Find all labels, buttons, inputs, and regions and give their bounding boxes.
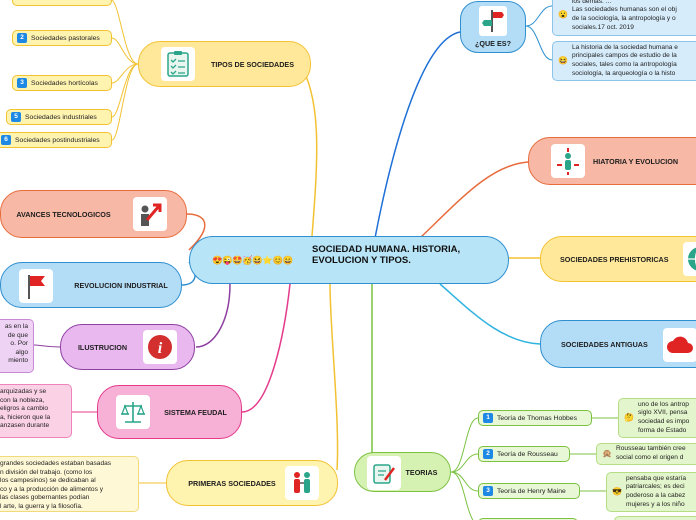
note-que-es-2[interactable]: 😆 La historia de la sociedad humana e pr…: [552, 41, 696, 81]
tipos-item-label: Sociedades hortícolas: [31, 79, 98, 87]
note-que-es-1[interactable]: 😮 los demás. ... Las sociedades humanas …: [552, 0, 696, 36]
scales-icon: [116, 395, 150, 429]
topic-revolucion-industrial[interactable]: REVOLUCION INDUSTRIAL: [0, 262, 182, 308]
topic-label: TIPOS DE SOCIEDADES: [210, 59, 295, 69]
topic-teorias[interactable]: TEORIAS: [354, 452, 451, 492]
topic-ilustracion[interactable]: ILUSTRUCION i: [60, 324, 195, 370]
tipos-item-industriales[interactable]: 5 Sociedades industriales: [6, 109, 112, 125]
topic-label: TEORIAS: [405, 467, 438, 477]
tipos-item-label: Sociedades industriales: [25, 113, 97, 121]
note-maine[interactable]: 😎 pensaba que estaría patriarcales; es d…: [606, 472, 696, 512]
tipos-item-cut[interactable]: [12, 0, 112, 6]
teoria-item-label: Teoría de Henry Maine: [497, 487, 566, 495]
topic-que-es[interactable]: ¿QUE ES?: [460, 1, 526, 53]
number-badge: 3: [17, 78, 27, 88]
person-arrows-icon: [551, 144, 585, 178]
number-badge: 2: [483, 449, 493, 459]
note-primeras[interactable]: grandes sociedades estaban basadas n div…: [0, 456, 139, 512]
number-badge: 6: [1, 135, 11, 145]
central-topic[interactable]: 😍😜🤩🥳😆⭐😊😄 SOCIEDAD HUMANA. HISTORIA, EVOL…: [189, 236, 509, 284]
topic-label: ILUSTRUCION: [77, 342, 128, 352]
topic-sociedades-prehistoricas[interactable]: SOCIEDADES PREHISTORICAS: [540, 236, 696, 282]
note-hobbes[interactable]: 🤔 uno de los antrop siglo XVII, pensa so…: [618, 398, 696, 438]
note-ilustracion[interactable]: as en la de que o. Por algo miento: [0, 319, 34, 373]
topic-label: ¿QUE ES?: [475, 39, 511, 48]
topic-avances-tecnologicos[interactable]: AVANCES TECNOLOGICOS: [0, 190, 187, 238]
edit-document-icon: [367, 456, 401, 490]
note-cut[interactable]: [614, 516, 696, 520]
sunglasses-emoji-icon: 😎: [612, 486, 622, 496]
tipos-item-postindustriales[interactable]: 6 Sociedades postindustriales: [0, 132, 112, 148]
note-feudal[interactable]: arquizadas y se con la nobleza, eligros …: [0, 384, 72, 438]
topic-sociedades-antiguas[interactable]: SOCIEDADES ANTIGUAS: [540, 320, 696, 368]
teoria-item-rousseau[interactable]: 2 Teoría de Rousseau: [478, 446, 570, 462]
topic-label: PRIMERAS SOCIEDADES: [188, 478, 276, 488]
topic-label: AVANCES TECNOLOGICOS: [16, 209, 111, 219]
topic-label: HIATORIA Y EVOLUCION: [593, 156, 679, 166]
teoria-item-hobbes[interactable]: 1 Teoría de Thomas Hobbes: [478, 410, 592, 426]
signpost-icon: [479, 6, 507, 36]
face-emoji-icon: 🤔: [624, 412, 634, 422]
info-icon: i: [143, 330, 177, 364]
note-rousseau[interactable]: 🙊 Rousseau también cree social como el o…: [596, 443, 696, 465]
number-badge: 1: [483, 413, 493, 423]
topic-sistema-feudal[interactable]: SISTEMA FEUDAL: [97, 385, 242, 439]
cloud-icon: [663, 328, 696, 362]
emoji-stickers: 😍😜🤩🥳😆⭐😊😄: [212, 255, 293, 265]
monkey-emoji-icon: 🙊: [602, 448, 612, 458]
face-emoji-icon: 😮: [558, 9, 568, 19]
people-icon: [285, 466, 319, 500]
note-text: La historia de la sociedad humana e prin…: [571, 43, 678, 77]
central-topic-title: SOCIEDAD HUMANA. HISTORIA, EVOLUCION Y T…: [312, 244, 461, 266]
tipos-item-label: Sociedades postindustriales: [15, 136, 100, 144]
note-text: pensaba que estaría patriarcales; es dec…: [625, 474, 687, 508]
globe-icon: [683, 242, 696, 276]
number-badge: 5: [11, 112, 21, 122]
topic-label: SISTEMA FEUDAL: [164, 407, 227, 417]
tipos-item-pastorales[interactable]: 2 Sociedades pastorales: [12, 30, 112, 46]
checklist-icon: [161, 47, 195, 81]
topic-historia-y-evolucion[interactable]: HIATORIA Y EVOLUCION: [528, 137, 696, 185]
topic-tipos-de-sociedades[interactable]: TIPOS DE SOCIEDADES: [138, 41, 311, 87]
growth-arrow-icon: [133, 197, 167, 231]
number-badge: 3: [483, 486, 493, 496]
topic-label: REVOLUCION INDUSTRIAL: [74, 280, 168, 290]
tipos-item-label: Sociedades pastorales: [31, 34, 100, 42]
tipos-item-horticolas[interactable]: 3 Sociedades hortícolas: [12, 75, 112, 91]
teoria-item-maine[interactable]: 3 Teoría de Henry Maine: [478, 483, 580, 499]
flag-icon: [19, 269, 53, 303]
svg-text:i: i: [158, 340, 163, 357]
note-text: uno de los antrop siglo XVII, pensa soci…: [637, 400, 690, 434]
number-badge: 2: [17, 33, 27, 43]
topic-label: SOCIEDADES ANTIGUAS: [561, 339, 648, 349]
teoria-item-label: Teoría de Rousseau: [497, 450, 558, 458]
topic-primeras-sociedades[interactable]: PRIMERAS SOCIEDADES: [166, 460, 338, 506]
note-text: Rousseau también cree social como el ori…: [615, 445, 686, 461]
note-text: los demás. ... Las sociedades humanas so…: [571, 0, 677, 31]
teoria-item-label: Teoría de Thomas Hobbes: [497, 414, 577, 422]
topic-label: SOCIEDADES PREHISTORICAS: [560, 254, 669, 264]
face-emoji-icon: 😆: [558, 55, 568, 65]
